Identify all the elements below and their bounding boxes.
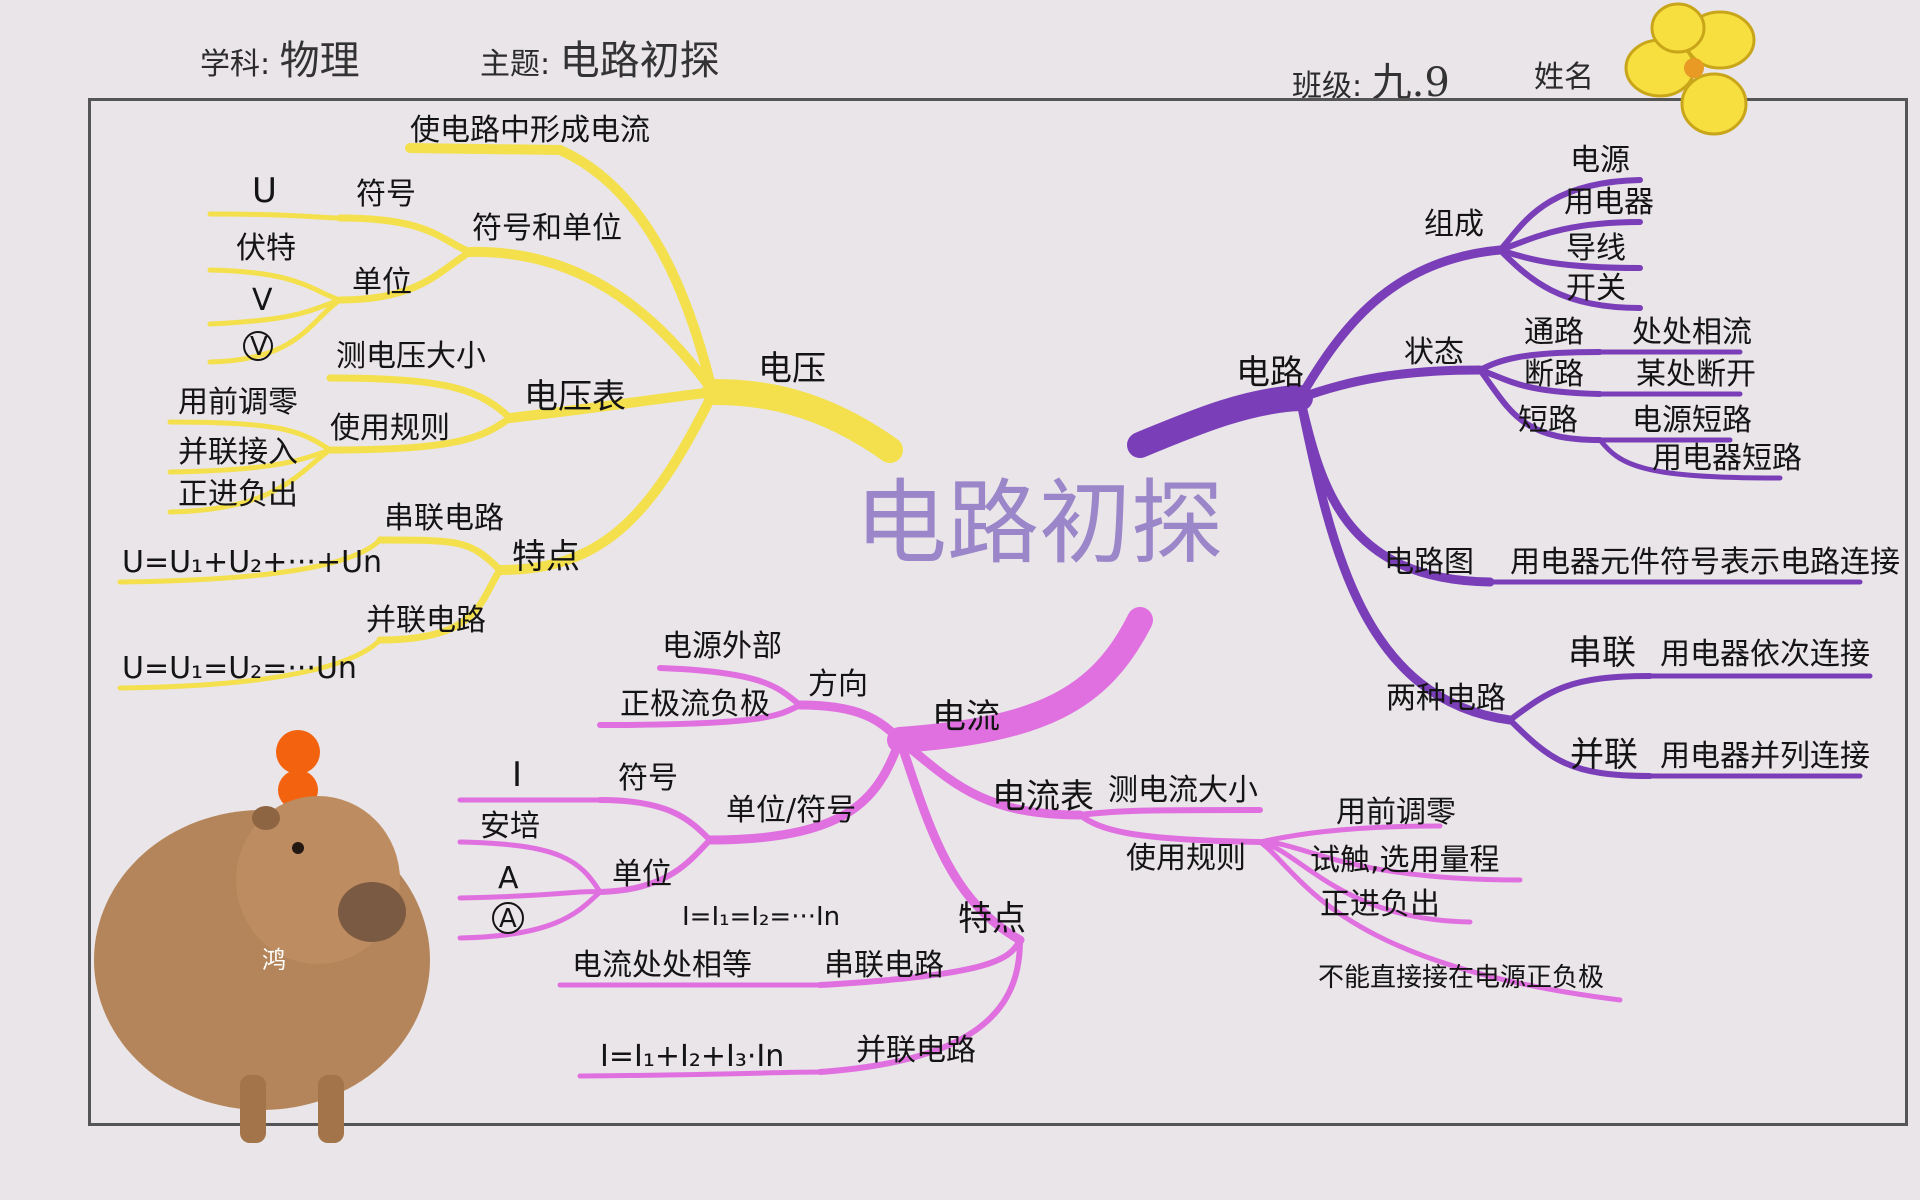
flower-sticker-icon — [1624, 2, 1756, 136]
circuit-series-desc: 用电器依次连接 — [1660, 637, 1870, 672]
circuit-state-1: 通路 — [1524, 315, 1584, 350]
current-rule-4: 不能直接接在电源正负极 — [1318, 963, 1604, 993]
voltage-title: 电压 — [758, 349, 826, 389]
voltage-parallel-formula: U=U₁=U₂=···Un — [122, 651, 357, 686]
voltage-rule-2: 并联接入 — [178, 435, 298, 470]
current-series: 串联电路 — [824, 948, 944, 983]
capybara-sticker-text: 鸿 — [262, 946, 286, 974]
current-branches — [457, 607, 1623, 1079]
voltage-unit-symbol: V — [252, 283, 273, 318]
current-symbol-label: 符号 — [618, 761, 678, 796]
circuit-two-types: 两种电路 — [1386, 681, 1506, 716]
voltage-unit-label: 单位 — [352, 265, 412, 300]
current-parallel-formula: I=I₁+I₂+I₃·In — [600, 1039, 784, 1074]
current-rule-1: 用前调零 — [1336, 795, 1456, 830]
current-unit-label: 单位 — [612, 857, 672, 892]
current-direction: 方向 — [808, 667, 868, 702]
current-dir-1: 电源外部 — [662, 629, 782, 664]
voltage-symbol-value: U — [252, 171, 277, 211]
topic-label: 主题: — [480, 47, 551, 82]
ammeter-symbol-icon — [492, 902, 524, 934]
center-title: 电路初探 — [855, 470, 1223, 577]
topic-value: 电路初探 — [559, 38, 720, 84]
circuit-component-2: 用电器 — [1564, 185, 1654, 220]
voltage-series: 串联电路 — [384, 501, 504, 536]
voltage-unit-meter: V — [250, 332, 268, 362]
subject-value: 物理 — [279, 38, 360, 84]
current-meter: 电流表 — [992, 777, 1094, 817]
voltage-meter-rules: 使用规则 — [330, 411, 450, 446]
current-unit-name: 安培 — [480, 809, 540, 844]
topic-field: 主题: 电路初探 — [480, 28, 720, 86]
circuit-diagram-desc: 用电器元件符号表示电路连接 — [1510, 545, 1900, 580]
voltmeter-symbol-icon — [243, 331, 273, 361]
voltage-rule-1: 用前调零 — [178, 385, 298, 420]
circuit-component-3: 导线 — [1566, 231, 1626, 266]
circuit-branches — [1127, 177, 1873, 779]
current-unit-meter: A — [499, 904, 517, 934]
voltage-rule-3: 正进负出 — [178, 477, 298, 512]
current-dir-2: 正极流负极 — [620, 687, 770, 722]
voltage-symbol-label: 符号 — [356, 177, 416, 212]
circuit-series: 串联 — [1568, 633, 1636, 673]
circuit-diagram: 电路图 — [1384, 545, 1474, 580]
circuit-composition: 组成 — [1424, 207, 1484, 242]
name-field: 姓名 — [1534, 52, 1594, 96]
current-title: 电流 — [932, 697, 1000, 737]
circuit-state-1-desc: 处处相流 — [1632, 315, 1752, 350]
subject-label: 学科: — [200, 47, 271, 82]
voltage-purpose: 使电路中形成电流 — [410, 113, 650, 148]
current-series-desc: 电流处处相等 — [572, 948, 752, 983]
circuit-state-3: 短路 — [1518, 403, 1578, 438]
voltage-series-formula: U=U₁+U₂+···+Un — [122, 545, 382, 580]
voltage-meter: 电压表 — [524, 377, 626, 417]
current-unit-symbol: A — [498, 861, 519, 896]
voltage-symbol-unit: 符号和单位 — [472, 211, 622, 246]
voltage-meter-measure: 测电压大小 — [336, 339, 486, 374]
current-meter-rules: 使用规则 — [1126, 841, 1246, 876]
circuit-title: 电路 — [1236, 353, 1304, 393]
current-parallel: 并联电路 — [856, 1033, 976, 1068]
circuit-state-3-desc: 电源短路 — [1632, 403, 1752, 438]
circuit-state-2-desc: 某处断开 — [1636, 357, 1756, 392]
voltage-parallel: 并联电路 — [366, 603, 486, 638]
current-series-formula: I=I₁=I₂=···In — [682, 902, 840, 932]
circuit-component-4: 开关 — [1566, 271, 1626, 306]
circuit-state: 状态 — [1404, 335, 1464, 370]
current-features: 特点 — [958, 899, 1026, 939]
subject-field: 学科: 物理 — [200, 28, 360, 86]
capybara-sticker-icon: 鸿 — [94, 730, 430, 1143]
current-meter-measure: 测电流大小 — [1108, 773, 1258, 808]
current-rule-2: 试触,选用量程 — [1310, 843, 1500, 878]
circuit-parallel-desc: 用电器并列连接 — [1660, 739, 1870, 774]
voltage-unit-name: 伏特 — [236, 231, 296, 266]
circuit-component-1: 电源 — [1570, 143, 1630, 178]
current-symbol-value: I — [512, 755, 522, 795]
voltage-features: 特点 — [512, 537, 580, 577]
map-frame — [88, 98, 1908, 1126]
circuit-parallel: 并联 — [1570, 735, 1638, 775]
circuit-short-extra: 用电器短路 — [1652, 441, 1802, 476]
current-rule-3: 正进负出 — [1320, 887, 1440, 922]
name-label: 姓名 — [1534, 60, 1594, 95]
circuit-state-2: 断路 — [1524, 357, 1584, 392]
current-unit-symbol-group: 单位/符号 — [726, 793, 856, 828]
voltage-branches — [117, 143, 903, 691]
